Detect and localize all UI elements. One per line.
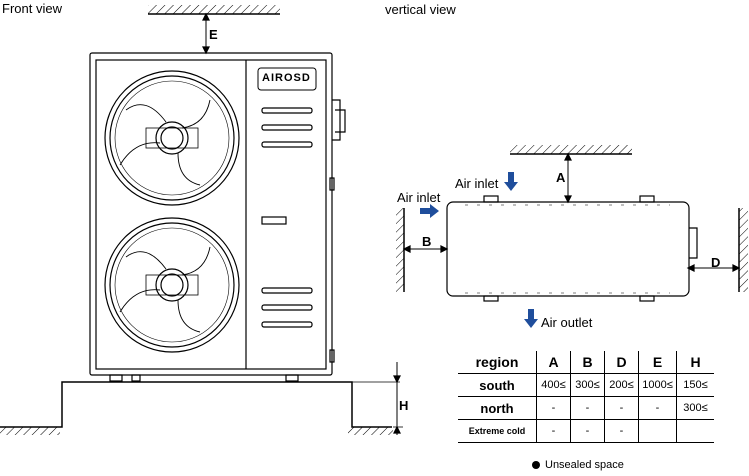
dim-b-label: B (422, 234, 432, 249)
air-inlet-top-arrow (504, 172, 518, 191)
table-cell: - (536, 396, 571, 420)
table-cell: - (638, 396, 677, 420)
legend: Unsealed space (532, 459, 624, 471)
table-cell (676, 419, 714, 443)
table-header-cell: A (536, 351, 571, 374)
legend-label: Unsealed space (545, 459, 624, 471)
table-cell (638, 419, 677, 443)
table-cell: - (570, 396, 605, 420)
table-header-cell: E (638, 351, 677, 374)
air-outlet-label: Air outlet (541, 315, 593, 330)
table-header-cell: D (604, 351, 639, 374)
brand-logo (257, 67, 317, 91)
brand-logo-text: AIROSD (262, 72, 311, 84)
air-inlet-top-label: Air inlet (455, 176, 499, 191)
table-cell: 150≤ (676, 373, 714, 397)
table-cell: 300≤ (676, 396, 714, 420)
clearance-table: region A B D E H south 400≤ 300≤ 200≤ 10… (458, 351, 714, 443)
air-inlet-side-arrow (420, 204, 439, 218)
table-cell: 400≤ (536, 373, 571, 397)
front-view-unit (0, 5, 403, 435)
table-row: south 400≤ 300≤ 200≤ 1000≤ 150≤ (458, 373, 714, 397)
table-row: Extreme cold - - - (458, 419, 714, 443)
air-outlet-arrow (524, 309, 538, 328)
table-cell: north (458, 396, 537, 420)
dim-e-label: E (209, 27, 218, 42)
front-view-title: Front view (2, 1, 62, 16)
table-row: north - - - - 300≤ (458, 396, 714, 420)
table-cell: - (604, 396, 639, 420)
table-cell: 1000≤ (638, 373, 677, 397)
vertical-view-unit (396, 145, 748, 302)
table-header-cell: B (570, 351, 605, 374)
table-header-row: region A B D E H (458, 351, 714, 374)
dim-h-label: H (399, 398, 409, 413)
table-cell: 200≤ (604, 373, 639, 397)
dim-a-label: A (556, 170, 566, 185)
table-cell: - (604, 419, 639, 443)
dim-d-label: D (711, 255, 721, 270)
table-cell: - (570, 419, 605, 443)
table-header-cell: region (458, 351, 537, 374)
airflow-arrows (420, 172, 538, 328)
air-inlet-side-label: Air inlet (397, 190, 441, 205)
vertical-view-title: vertical view (385, 2, 456, 17)
table-header-cell: H (676, 351, 714, 374)
bullet-icon (532, 461, 540, 469)
table-cell: 300≤ (570, 373, 605, 397)
table-cell: south (458, 373, 537, 397)
table-cell: - (536, 419, 571, 443)
table-cell: Extreme cold (458, 419, 537, 443)
